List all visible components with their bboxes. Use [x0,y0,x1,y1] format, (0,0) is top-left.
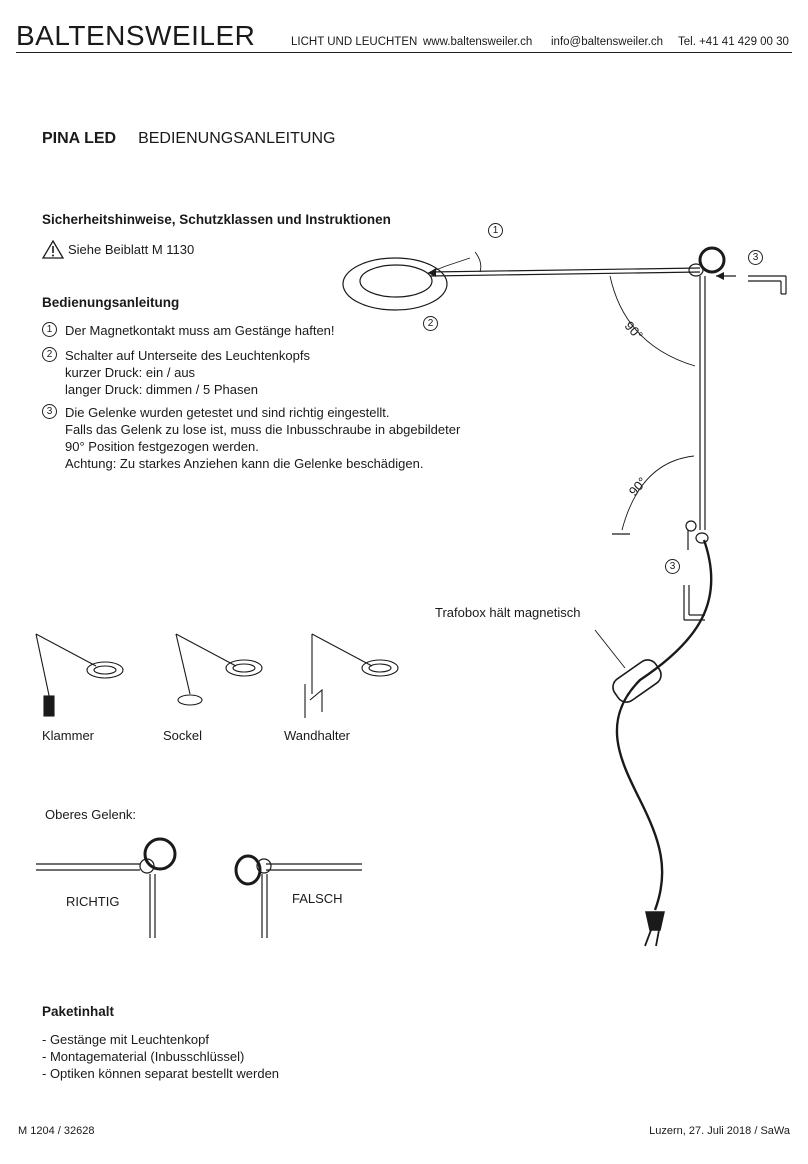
callout-3-top: 3 [748,250,763,265]
header-rule [16,52,792,53]
angle-label-upper: 90° [621,318,646,343]
list-item: - Gestänge mit Leuchtenkopf [42,1032,209,1047]
trafo-label: Trafobox hält magnetisch [435,605,581,620]
number-badge: 2 [42,347,57,362]
joint-correct-label: RICHTIG [66,894,120,909]
mount-label-klammer: Klammer [42,728,95,743]
page-title: PINA LED BEDIENUNGSANLEITUNG [42,130,335,148]
list-item: - Optiken können separat bestellt werden [42,1066,280,1081]
header-website[interactable]: www.baltensweiler.ch [423,36,533,48]
callout-3-bottom: 3 [665,559,680,574]
mount-label-wandhalter: Wandhalter [284,728,350,743]
joint-heading: Oberes Gelenk: [45,807,137,822]
number-badge: 1 [42,322,57,337]
callout-1: 1 [488,223,503,238]
product-name: PINA LED [42,130,117,147]
joint-wrong-label: FALSCH [292,891,343,906]
angle-label-lower: 90° [625,474,650,499]
warning-icon [42,240,64,259]
list-item: 1 Der Magnetkontakt muss am Gestänge haf… [42,322,335,339]
list-item: - Montagematerial (Inbusschlüssel) [42,1049,245,1064]
doc-type: BEDIENUNGSANLEITUNG [138,130,336,147]
header-tagline: LICHT UND LEUCHTEN [291,36,418,48]
mount-label-sockel: Sockel [163,728,203,743]
list-item: 3 Die Gelenke wurden getestet und sind r… [42,404,460,472]
operation-heading: Bedienungsanleitung [42,295,180,310]
safety-heading: Sicherheitshinweise, Schutzklassen und I… [42,212,391,227]
header-email[interactable]: info@baltensweiler.ch [551,36,664,48]
package-list: - Gestänge mit Leuchtenkopf - Montagemat… [42,1031,279,1082]
lamp-head [342,257,448,311]
footer-date-author: Luzern, 27. Juli 2018 / SaWa [649,1125,790,1137]
header-phone: Tel. +41 41 429 00 30 [678,36,789,48]
package-heading: Paketinhalt [42,1004,115,1019]
safety-note: Siehe Beiblatt M 1130 [42,240,194,259]
footer-doc-id: M 1204 / 32628 [18,1125,95,1137]
number-badge: 3 [42,404,57,419]
list-item: 2 Schalter auf Unterseite des Leuchtenko… [42,347,310,398]
callout-2: 2 [423,316,438,331]
safety-note-text: Siehe Beiblatt M 1130 [68,242,195,257]
brand-logo: BALTENSWEILER [16,20,256,51]
